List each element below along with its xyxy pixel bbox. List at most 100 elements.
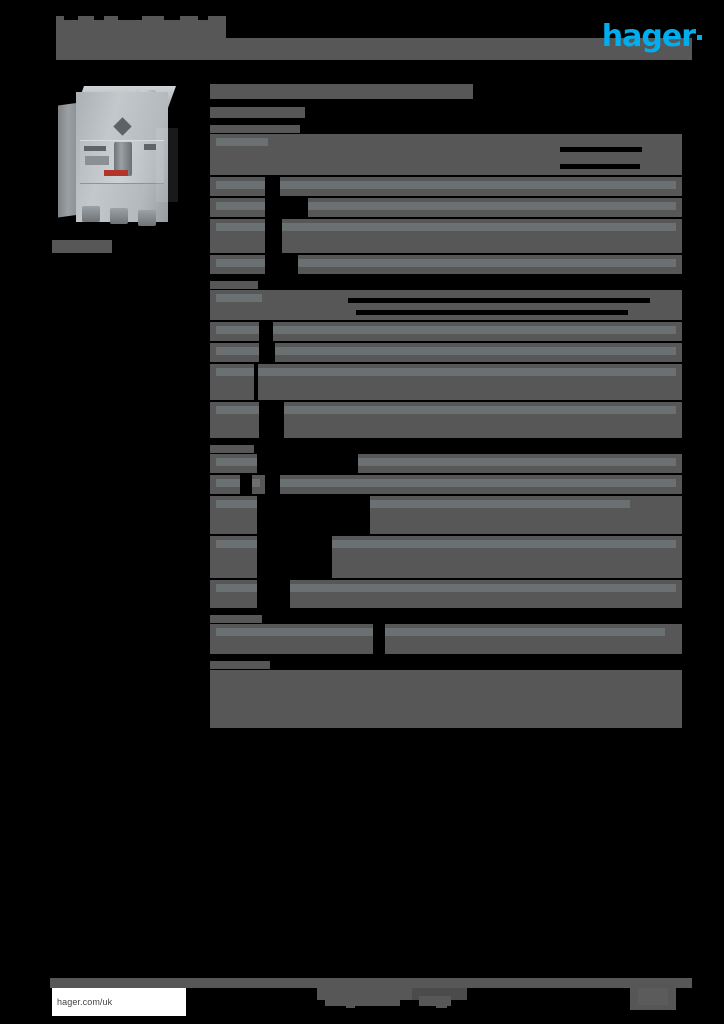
- header-title-notch: [164, 14, 180, 20]
- spec-row: [210, 580, 682, 608]
- spec-row-value-rule: [560, 164, 640, 169]
- circuit-breaker-illustration: [52, 84, 192, 234]
- spec-row-gap: [257, 454, 358, 473]
- breaker-highlight: [156, 128, 178, 202]
- spec-section-heading-redacted: [210, 615, 262, 623]
- breaker-model-mark: [144, 144, 156, 150]
- spec-row: [210, 290, 682, 320]
- spec-row-value-redacted: [284, 406, 676, 414]
- breaker-brand-mark: [84, 146, 106, 151]
- spec-section-heading: [210, 281, 682, 289]
- spec-section: [210, 661, 682, 728]
- header-title-notch: [64, 14, 78, 20]
- spec-row: [210, 134, 682, 175]
- website-url: hager.com/uk: [57, 997, 113, 1007]
- spec-section: [210, 281, 682, 438]
- spec-row-label-redacted: [216, 584, 260, 592]
- product-title-redacted: [210, 84, 473, 99]
- spec-section-heading-redacted: [210, 445, 254, 453]
- spec-row: [210, 624, 682, 654]
- spec-row-gap: [257, 580, 290, 608]
- footer-center-text-redacted: [436, 1002, 447, 1008]
- spec-row-label-redacted: [216, 223, 268, 231]
- spec-row-value-redacted: [358, 458, 676, 466]
- spec-section: [210, 125, 682, 274]
- spec-row-label-redacted: [216, 181, 268, 189]
- spec-row: [210, 343, 682, 362]
- hager-logo: hager: [601, 19, 702, 54]
- spec-row: [210, 670, 682, 728]
- spec-row-value-redacted: [280, 181, 676, 189]
- product-image-caption-redacted: [52, 240, 112, 253]
- website-badge[interactable]: hager.com/uk: [52, 988, 186, 1016]
- spec-row-label-redacted: [216, 294, 262, 302]
- spec-row: [210, 177, 682, 196]
- spec-row: [210, 219, 682, 253]
- spec-row-label-redacted: [216, 628, 376, 636]
- main-content: [210, 84, 682, 735]
- spec-row-gap: [265, 177, 280, 196]
- header-title-notch: [118, 14, 142, 20]
- spec-row-label-redacted: [216, 479, 260, 487]
- hager-logo-text: hager: [601, 19, 696, 54]
- spec-row-label-redacted: [216, 138, 268, 146]
- breaker-terminal-bottom: [110, 208, 128, 224]
- spec-row-value-rule: [356, 310, 628, 315]
- footer-rule: [50, 978, 692, 988]
- spec-row-label-redacted: [216, 458, 260, 466]
- spec-row-gap: [265, 198, 308, 217]
- spec-row-value-redacted: [258, 368, 676, 376]
- spec-row-label-redacted: [216, 202, 268, 210]
- spec-section-heading: [210, 125, 682, 133]
- spec-row-gap: [265, 219, 282, 253]
- page-footer: hager.com/uk: [42, 970, 692, 1018]
- spec-row: [210, 364, 682, 400]
- spec-row-gap: [259, 402, 284, 438]
- spec-row-value-rule: [348, 298, 650, 303]
- header-subtitle-redacted: [56, 38, 159, 60]
- spec-row-gap: [265, 475, 280, 494]
- header-title-notch: [94, 14, 104, 20]
- footer-center-text-redacted: [325, 996, 400, 1006]
- spec-row-value-redacted: [275, 347, 676, 355]
- spec-row-value-redacted: [385, 628, 665, 636]
- spec-row-label-redacted: [216, 406, 262, 414]
- spec-section-heading-redacted: [210, 661, 270, 669]
- spec-section-heading: [210, 445, 682, 453]
- footer-center-text-redacted: [419, 996, 451, 1006]
- spec-row-label-redacted: [216, 347, 262, 355]
- header-title-notch: [198, 14, 208, 20]
- spec-section-heading-redacted: [210, 281, 258, 289]
- spec-row-value-redacted: [280, 479, 676, 487]
- header-title-redacted: [56, 16, 226, 40]
- spec-row-gap: [257, 496, 370, 534]
- spec-row-gap: [254, 364, 258, 400]
- spec-row: [210, 402, 682, 438]
- breaker-rating-window: [85, 156, 109, 165]
- spec-row-label-redacted: [216, 368, 262, 376]
- spec-section: [210, 445, 682, 608]
- page-header: [40, 8, 692, 66]
- spec-row-value-redacted: [273, 326, 676, 334]
- specification-table: [210, 125, 682, 728]
- spec-row-gap: [373, 624, 385, 654]
- spec-section-heading-redacted: [210, 125, 300, 133]
- spec-row-label-redacted: [216, 500, 260, 508]
- spec-row-label-redacted: [216, 326, 262, 334]
- product-image: [52, 84, 192, 234]
- breaker-terminal-bottom: [82, 206, 100, 222]
- page-number-redacted: [638, 988, 668, 1005]
- breaker-terminal-bottom: [138, 210, 156, 226]
- spec-section: [210, 615, 682, 654]
- header-rule: [159, 38, 692, 60]
- breaker-toggle-handle[interactable]: [114, 142, 132, 176]
- spec-row: [210, 255, 682, 274]
- spec-row-label-redacted: [216, 259, 268, 267]
- spec-row-value-redacted: [290, 584, 676, 592]
- spec-row-value-redacted: [298, 259, 676, 267]
- spec-row-value-redacted: [308, 202, 676, 210]
- hager-logo-dot: [697, 34, 702, 40]
- spec-row: [210, 198, 682, 217]
- catalogue-reference-redacted: [210, 107, 305, 118]
